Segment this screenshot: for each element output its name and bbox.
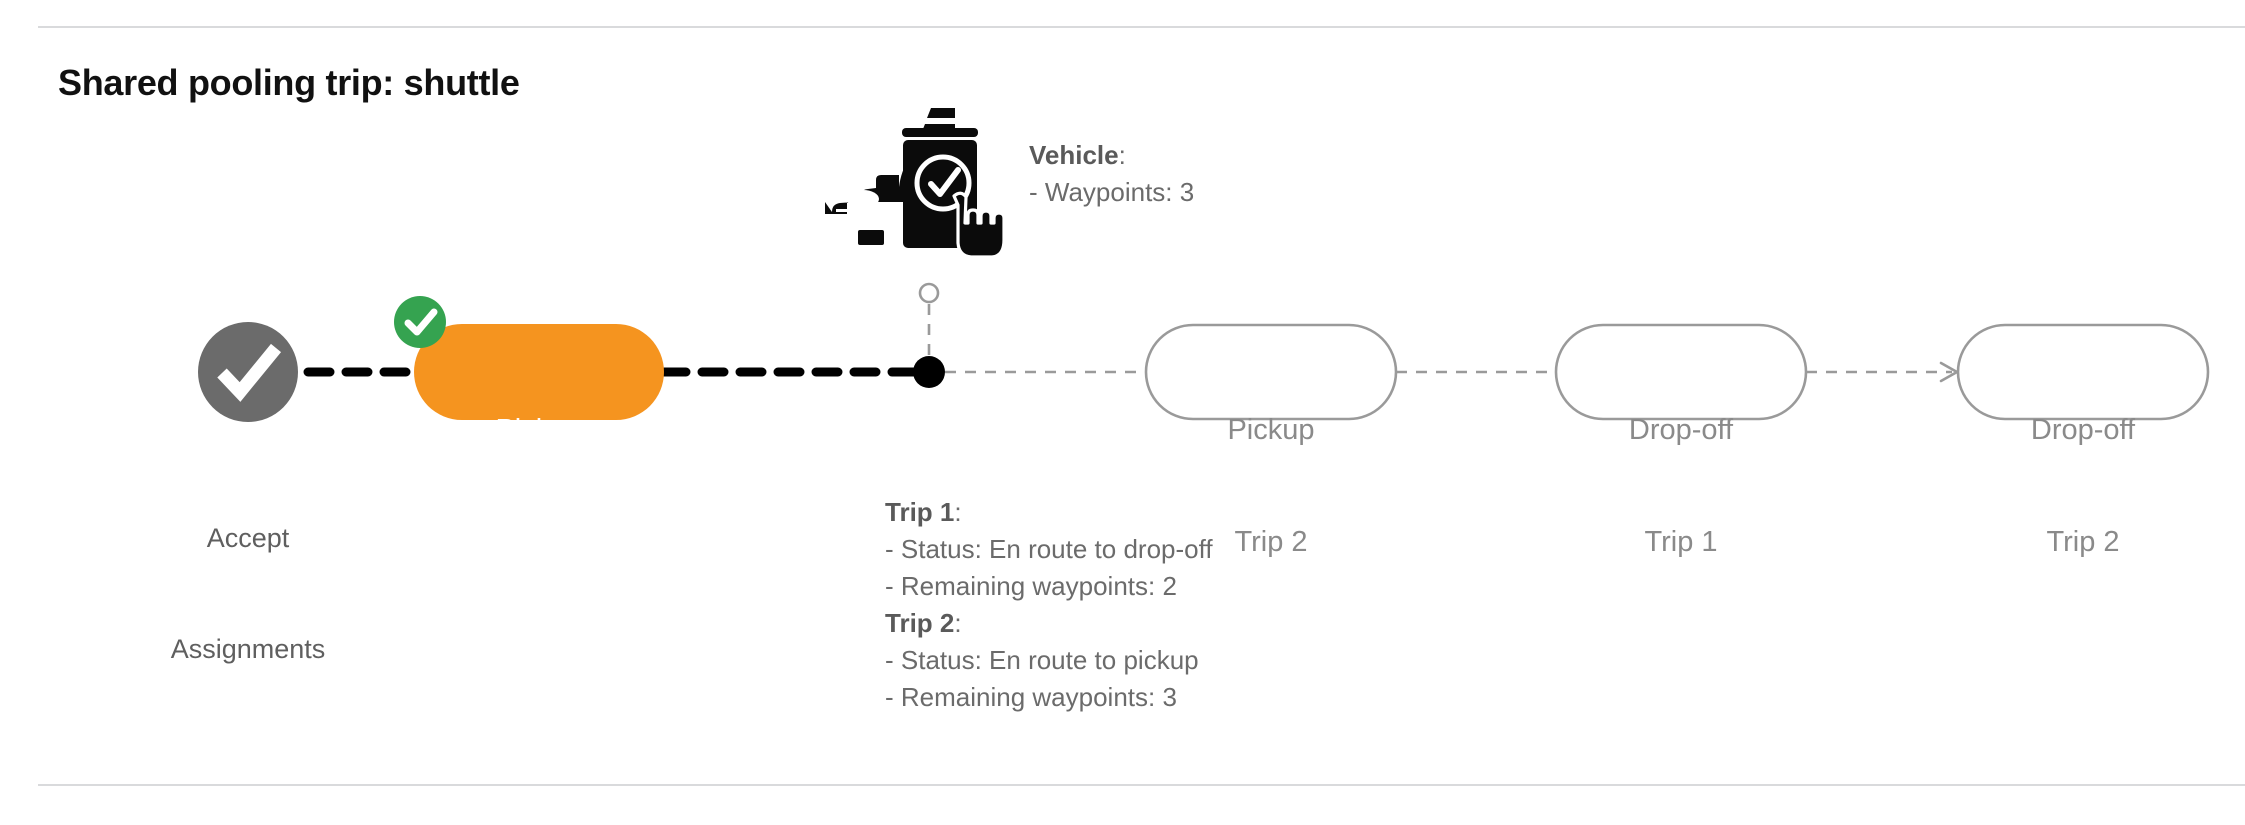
node-dropoff-trip-2[interactable] [1956,323,2210,421]
trip-1-header: Trip 1 [885,497,955,527]
vehicle-info-header: Vehicle [1029,140,1119,170]
start-node-caption: Accept Assignments [98,445,398,743]
trip-2-header: Trip 2 [885,607,955,638]
trip-2-header-row: Trip 2: [885,605,1213,642]
check-badge-icon [394,296,446,348]
start-node-caption-line1: Accept [206,522,290,553]
start-node-caption-line2: Assignments [170,634,326,665]
page-title: Shared pooling trip: shuttle [58,62,520,103]
trip-1-header-suffix: : [954,497,962,527]
vehicle-info-line-0: - Waypoints: 3 [1029,176,1195,207]
trip-2-header-suffix: : [954,607,962,638]
trip-1-header-row: Trip 1: [885,494,1213,531]
trip-2-line-0: - Status: En route to pickup [885,644,1199,675]
vehicle-position-dot [913,356,945,388]
node-pickup-trip-2[interactable] [1144,323,1398,421]
sidebar-item-accept-assignments[interactable] [198,322,298,422]
vehicle-info-block: Vehicle: - Waypoints: 3 [1029,137,1194,211]
vehicle-info-header-suffix: : [1118,140,1126,170]
vehicle-marker-circle [918,282,940,304]
top-divider [38,26,2245,28]
trip-info-block: Trip 1: - Status: En route to drop-off -… [885,494,1213,715]
check-circle-icon [217,343,282,402]
vehicle-info-header-row: Vehicle: [1029,137,1194,174]
trip-2-line-1: - Remaining waypoints: 3 [885,681,1177,712]
vehicle-app-check-icon [825,108,1006,259]
trip-1-line-1: - Remaining waypoints: 2 [885,570,1177,601]
node-dropoff-trip-1[interactable] [1554,323,1808,421]
node-pickup-trip-1[interactable] [414,324,664,420]
bottom-divider [38,784,2245,786]
trip-1-line-0: - Status: En route to drop-off [885,533,1213,564]
